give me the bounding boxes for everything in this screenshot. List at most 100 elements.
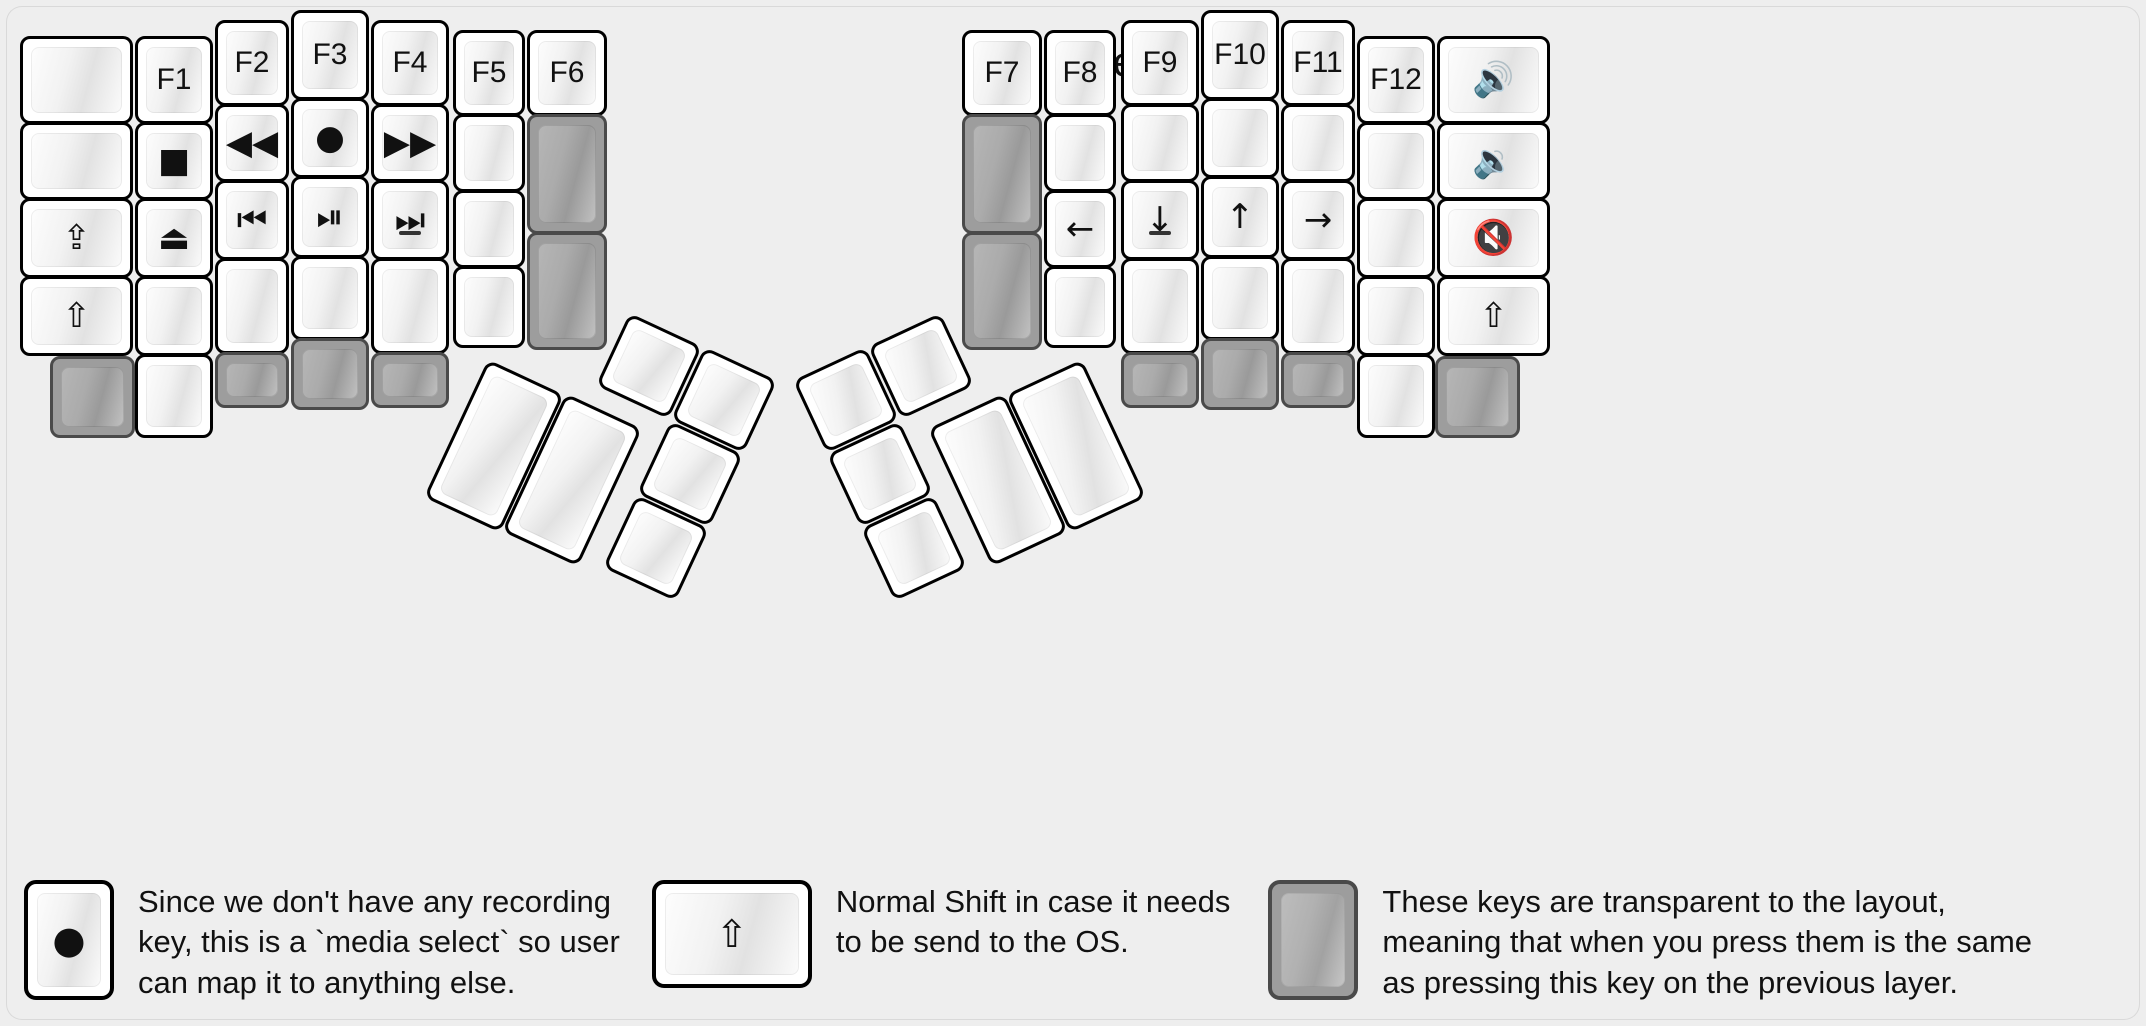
right-c6-r4-key[interactable] — [1357, 276, 1435, 356]
right-c3-r4-key[interactable] — [1121, 258, 1199, 354]
left-c2-r5-key[interactable] — [135, 354, 213, 438]
right-c4-r3-key[interactable]: ↑ — [1201, 176, 1279, 258]
shift-icon: ⇧ — [62, 296, 91, 336]
key-legend: F3 — [312, 38, 348, 71]
keycap — [464, 201, 514, 257]
left-c6-r4-key[interactable] — [453, 266, 525, 348]
right-c5-r1-key[interactable]: F11 — [1281, 20, 1355, 106]
left-c5-r5-key[interactable] — [371, 352, 449, 408]
media-fast-forward-icon: ▶▶ — [383, 123, 437, 163]
right-c6-r2-key[interactable] — [1357, 122, 1435, 200]
left-c1-r5-key[interactable] — [50, 356, 135, 438]
right-c4-r2-key[interactable] — [1201, 98, 1279, 178]
keycap — [464, 125, 514, 181]
right-c2-r1-key[interactable]: F8 — [1044, 30, 1116, 116]
right-c4-r4-key[interactable] — [1201, 256, 1279, 340]
keycap: ● — [302, 109, 358, 167]
right-c5-r2-key[interactable] — [1281, 104, 1355, 182]
right-c1-r3-key[interactable] — [962, 232, 1042, 350]
keycap — [1055, 277, 1105, 337]
key-legend: F12 — [1370, 63, 1422, 96]
left-c1-r1-key[interactable] — [20, 36, 133, 124]
left-c6-r2-key[interactable] — [453, 114, 525, 192]
left-c4-r4-key[interactable] — [291, 256, 369, 340]
keycap: ● — [37, 893, 101, 987]
right-c2-r4-key[interactable] — [1044, 266, 1116, 348]
media-prev-track-icon: ⏮ — [236, 200, 268, 240]
keycap: ← — [1055, 201, 1105, 257]
left-c5-r1-key[interactable]: F4 — [371, 20, 449, 106]
key-legend: F5 — [471, 56, 507, 89]
left-c5-r3-key[interactable]: ⏭ — [371, 180, 449, 260]
keycap — [973, 125, 1031, 223]
right-c7-r3-key[interactable]: 🔇 — [1437, 198, 1550, 278]
homing-bar — [399, 231, 421, 235]
left-c4-r1-key[interactable]: F3 — [291, 10, 369, 100]
left-c3-r4-key[interactable] — [215, 258, 289, 354]
keycap: ▶▶ — [382, 115, 438, 171]
keycap: F11 — [1292, 31, 1344, 95]
legend-key-record[interactable]: ● — [24, 880, 114, 1000]
left-c3-r3-key[interactable]: ⏮ — [215, 180, 289, 260]
left-c1-r3-key[interactable]: ⇪ — [20, 198, 133, 278]
left-c6-r1-key[interactable]: F5 — [453, 30, 525, 116]
left-c7-r2-key[interactable] — [527, 114, 607, 234]
keycap — [1132, 269, 1188, 343]
legend-key-transparent[interactable] — [1268, 880, 1359, 1000]
right-c3-r3-key[interactable]: ↓ — [1121, 180, 1199, 260]
left-c5-r2-key[interactable]: ▶▶ — [371, 104, 449, 182]
keycap: F10 — [1212, 21, 1268, 89]
keycap — [1281, 893, 1346, 987]
left-c1-r2-key[interactable] — [20, 122, 133, 200]
left-c4-r3-key[interactable]: ⏯ — [291, 176, 369, 258]
right-c6-r5-key[interactable] — [1357, 354, 1435, 438]
left-c2-r4-key[interactable] — [135, 276, 213, 356]
right-c4-r1-key[interactable]: F10 — [1201, 10, 1279, 100]
right-c7-r2-key[interactable]: 🔉 — [1437, 122, 1550, 200]
keycap — [807, 361, 885, 439]
legend-key-shift[interactable]: ⇧ — [651, 880, 812, 988]
left-c6-r3-key[interactable] — [453, 190, 525, 268]
keycap: F3 — [302, 21, 358, 89]
right-c2-r2-key[interactable] — [1044, 114, 1116, 192]
keycap — [31, 47, 122, 113]
left-c3-r5-key[interactable] — [215, 352, 289, 408]
key-legend: F7 — [984, 56, 1020, 89]
left-c7-r3-key[interactable] — [527, 232, 607, 350]
shift-icon: ⇧ — [715, 912, 748, 956]
keycap: → — [1292, 191, 1344, 249]
left-c7-r1-key[interactable]: F6 — [527, 30, 607, 116]
right-c5-r3-key[interactable]: → — [1281, 180, 1355, 260]
right-c5-r5-key[interactable] — [1281, 352, 1355, 408]
left-c1-r4-key[interactable]: ⇧ — [20, 276, 133, 356]
volume-mute-icon: 🔇 — [1472, 218, 1515, 258]
keycap — [841, 435, 919, 513]
left-c4-r5-key[interactable] — [291, 338, 369, 410]
left-c3-r1-key[interactable]: F2 — [215, 20, 289, 106]
right-c3-r5-key[interactable] — [1121, 352, 1199, 408]
left-c4-r2-key[interactable]: ● — [291, 98, 369, 178]
right-c2-r3-key[interactable]: ← — [1044, 190, 1116, 268]
left-c2-r1-key[interactable]: F1 — [135, 36, 213, 124]
right-c3-r1-key[interactable]: F9 — [1121, 20, 1199, 106]
key-legend: F9 — [1142, 46, 1178, 79]
right-c7-r5-key[interactable] — [1435, 356, 1520, 438]
right-c1-r2-key[interactable] — [962, 114, 1042, 234]
left-c5-r4-key[interactable] — [371, 258, 449, 354]
right-c1-r1-key[interactable]: F7 — [962, 30, 1042, 116]
right-c4-r5-key[interactable] — [1201, 338, 1279, 410]
right-c3-r2-key[interactable] — [1121, 104, 1199, 182]
arrow-right-icon: → — [1303, 200, 1333, 240]
right-c6-r1-key[interactable]: F12 — [1357, 36, 1435, 124]
right-c7-r4-key[interactable]: ⇧ — [1437, 276, 1550, 356]
right-c7-r1-key[interactable]: 🔊 — [1437, 36, 1550, 124]
keycap — [302, 349, 358, 399]
right-c5-r4-key[interactable] — [1281, 258, 1355, 354]
arrow-left-icon: ← — [1065, 209, 1095, 249]
key-legend: F2 — [234, 46, 270, 79]
keycap: F8 — [1055, 41, 1105, 105]
right-c6-r3-key[interactable] — [1357, 198, 1435, 278]
left-c3-r2-key[interactable]: ◀◀ — [215, 104, 289, 182]
left-c2-r3-key[interactable]: ⏏ — [135, 198, 213, 278]
left-c2-r2-key[interactable]: ■ — [135, 122, 213, 200]
